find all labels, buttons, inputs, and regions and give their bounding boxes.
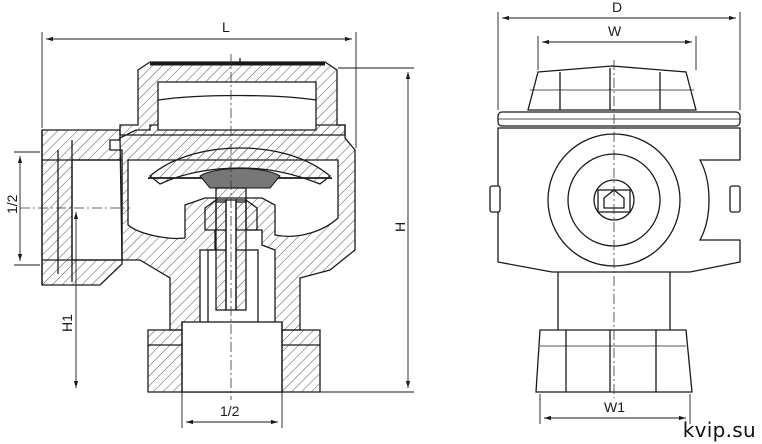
watermark-text: kvip.su — [682, 418, 756, 442]
left-dim-labels: L H 1/2 H1 1/2 — [4, 19, 408, 419]
body-neck — [557, 272, 671, 330]
dim-label-L: L — [222, 19, 230, 35]
bonnet-cap — [119, 58, 346, 136]
left-dimensions — [14, 32, 414, 428]
dim-label-W: W — [608, 23, 622, 39]
dim-label-H: H — [392, 222, 408, 232]
outlet-nut — [147, 321, 321, 393]
inlet-boss — [41, 129, 123, 286]
right-dim-labels: D W W1 — [604, 0, 625, 415]
dim-label-outlet-thread: 1/2 — [220, 403, 240, 419]
body-flange — [497, 111, 741, 127]
diaphragm-capsule — [148, 147, 332, 189]
dim-label-W1: W1 — [604, 399, 625, 415]
dim-label-H1: H1 — [59, 314, 75, 332]
dim-label-D: D — [612, 0, 622, 15]
right-dimensions — [497, 12, 741, 424]
top-hex-cap — [527, 65, 697, 111]
dim-label-inlet-thread: 1/2 — [4, 194, 20, 214]
centre-lines — [20, 54, 232, 400]
elevation-view — [489, 60, 741, 398]
section-view — [20, 54, 356, 400]
